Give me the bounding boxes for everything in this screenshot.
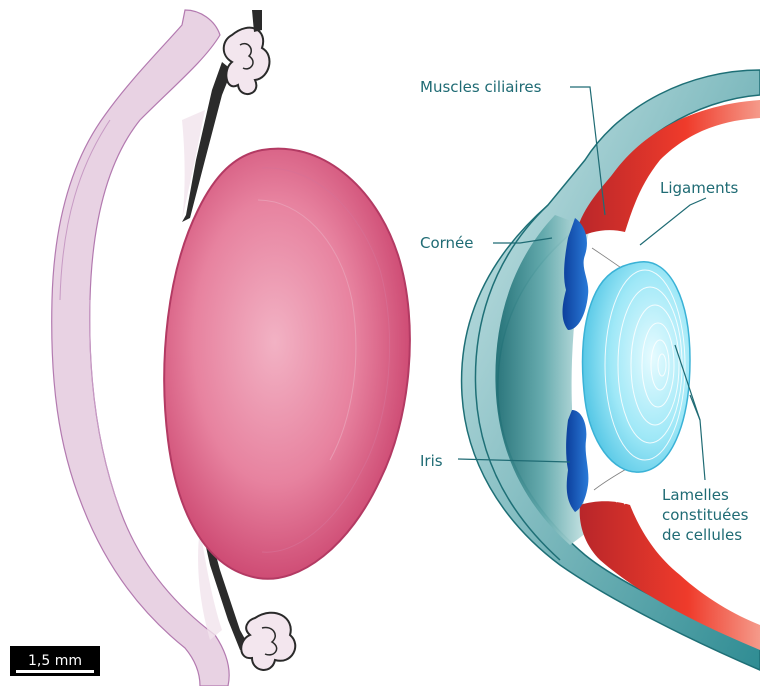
label-lamelles-line1: Lamelles	[662, 486, 729, 504]
histology-ciliary-lower	[241, 613, 295, 670]
histology-lens	[164, 149, 410, 579]
histology-section: 1,5 mm	[10, 10, 410, 686]
label-cornee: Cornée	[420, 234, 474, 252]
label-ligaments: Ligaments	[660, 179, 738, 197]
scale-bar-label: 1,5 mm	[28, 653, 82, 669]
label-lamelles-line3: de cellules	[662, 526, 742, 544]
iris-lower	[566, 410, 588, 512]
label-muscles-ciliaires: Muscles ciliaires	[420, 78, 542, 96]
scale-bar: 1,5 mm	[10, 646, 100, 676]
eye-diagram: Muscles ciliaires Ligaments Cornée Iris …	[420, 70, 760, 670]
histology-ciliary-upper	[224, 10, 270, 94]
label-lamelles-line2: constituées	[662, 506, 749, 524]
label-iris: Iris	[420, 452, 443, 470]
